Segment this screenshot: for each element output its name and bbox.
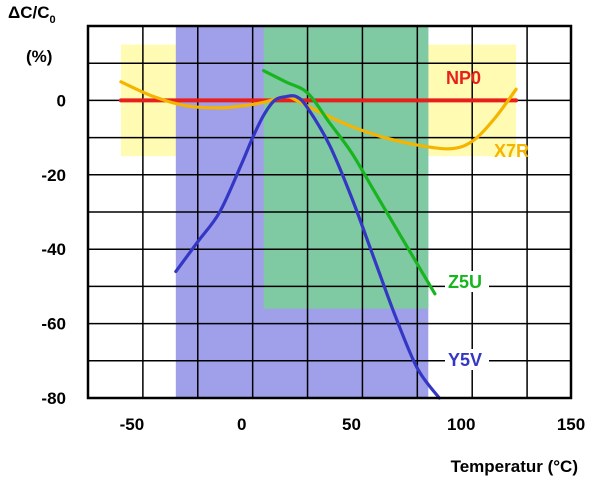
series-label-bg <box>445 349 489 370</box>
x-tick-label: 150 <box>557 415 585 434</box>
y-axis-title-main: ΔC/C <box>8 3 50 22</box>
series-z5u-line <box>262 69 437 296</box>
tick-labels: -50 0 50 100 150 0 -20 -40 -60 -80 <box>41 91 585 434</box>
x-tick-label: -50 <box>120 415 145 434</box>
x-tick-label: 100 <box>447 415 475 434</box>
y-axis-unit: (%) <box>26 47 52 66</box>
x-tick-label: 0 <box>237 415 246 434</box>
y-tick-label: -40 <box>41 240 66 259</box>
y-tick-label: -20 <box>41 166 66 185</box>
series-lines <box>118 69 519 400</box>
y-tick-label: -80 <box>41 389 66 408</box>
y-tick-label: -60 <box>41 315 66 334</box>
x-tick-label: 50 <box>342 415 361 434</box>
series-label-bg <box>445 271 489 292</box>
plot-frame <box>86 24 573 400</box>
series-y5v-line <box>174 94 441 400</box>
series-label-z5u: Z5U <box>448 272 482 292</box>
series-label-x7r: X7R <box>494 141 529 161</box>
y-axis-title: ΔC/C0 <box>8 3 56 26</box>
region-z5u <box>263 26 429 309</box>
series-label-np0: NP0 <box>446 68 481 88</box>
series-label-y5v: Y5V <box>448 350 482 370</box>
y-axis-title-sub: 0 <box>50 14 56 26</box>
y-tick-label: 0 <box>57 91 66 110</box>
x-axis-title: Temperatur (°C) <box>451 457 578 476</box>
